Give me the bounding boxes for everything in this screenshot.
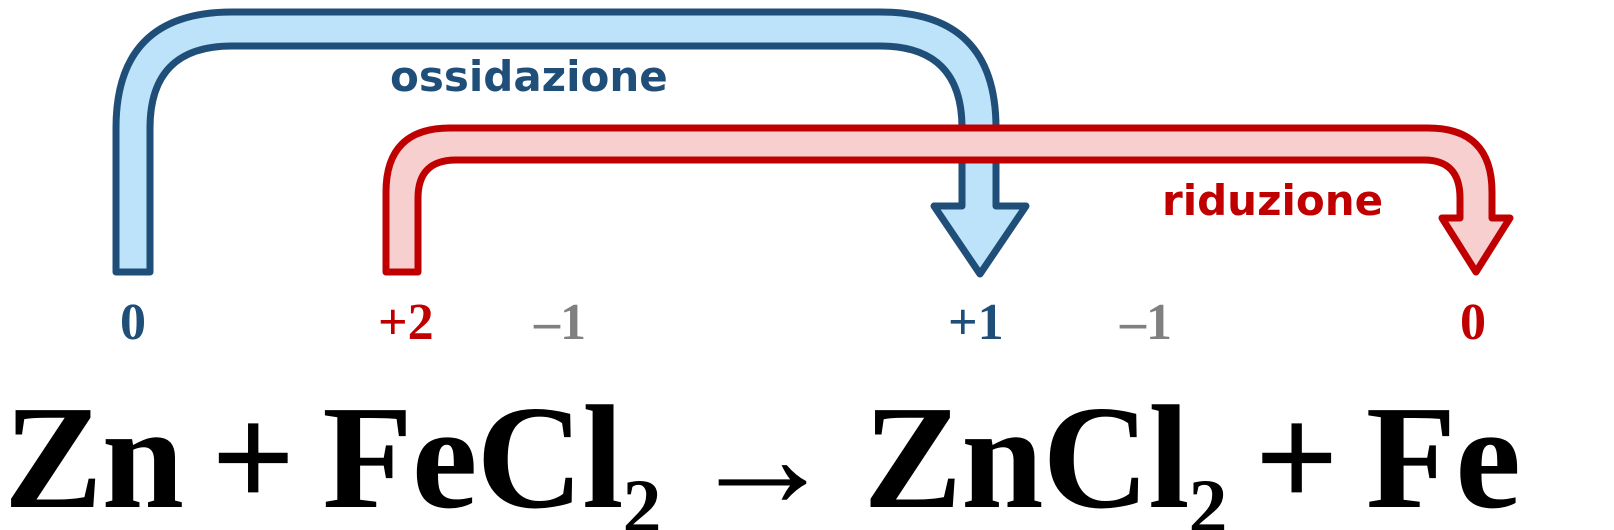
- oxidation-number-cl-product: –1: [1120, 294, 1172, 351]
- reactant-zn: Zn: [4, 376, 184, 530]
- reduction-arrow-inner-line: [399, 141, 1479, 268]
- reactant-fecl2-main: FeCl: [322, 376, 623, 530]
- oxidation-number-cl-reactant: –1: [534, 294, 586, 351]
- oxidation-number-fe-product: 0: [1460, 294, 1486, 351]
- plus-sign: +: [1254, 376, 1339, 530]
- oxidation-number-zn-reactant: 0: [120, 294, 146, 351]
- reactant-fecl2-subscript: 2: [622, 463, 661, 530]
- oxidation-number-fe-reactant: +2: [378, 294, 434, 351]
- product-fe: Fe: [1365, 376, 1521, 530]
- reduction-label: riduzione: [1162, 176, 1384, 225]
- product-zncl2-main: ZnCl: [863, 376, 1189, 530]
- chemical-equation: Zn+FeCl2→ZnCl2+Fe: [4, 376, 1521, 530]
- product-zncl2: ZnCl2: [863, 384, 1228, 530]
- reactant-fecl2: FeCl2: [322, 384, 661, 530]
- oxidation-arrow-inner-curve: [130, 26, 982, 210]
- plus-sign: +: [211, 376, 295, 530]
- oxidation-label: ossidazione: [390, 52, 668, 101]
- reaction-arrow: →: [688, 376, 836, 530]
- product-zncl2-subscript: 2: [1188, 463, 1228, 530]
- oxidation-number-zn-product: +1: [948, 294, 1004, 351]
